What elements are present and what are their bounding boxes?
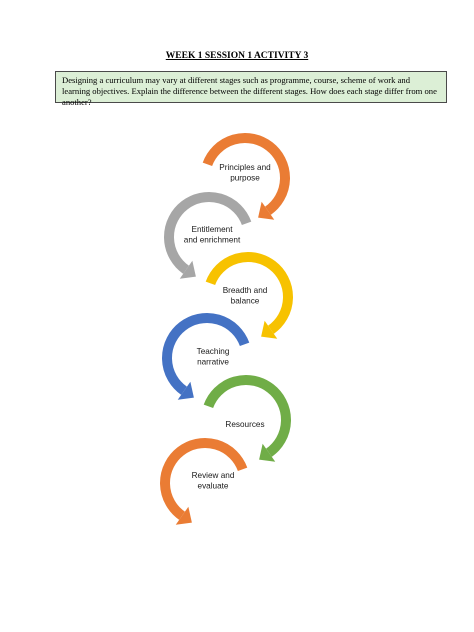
stage-arc — [160, 438, 248, 520]
arrowhead-icon — [261, 320, 278, 339]
arrowhead-icon — [179, 260, 196, 279]
stage-ring-1 — [202, 133, 290, 220]
stage-ring-2 — [164, 192, 252, 279]
arrowhead-icon — [258, 201, 275, 220]
stage-ring-3 — [205, 252, 293, 339]
stage-arc — [205, 252, 293, 334]
arrowhead-icon — [259, 443, 276, 462]
stage-ring-5 — [203, 375, 291, 462]
stage-label-5: Resources — [225, 420, 264, 429]
arrowhead-icon — [177, 381, 194, 400]
stage-arc — [164, 192, 252, 274]
page-title: WEEK 1 SESSION 1 ACTIVITY 3 — [165, 51, 309, 61]
stage-ring-4 — [162, 313, 250, 400]
stage-arc — [203, 375, 291, 457]
stage-arc — [202, 133, 290, 215]
stage-arc — [162, 313, 250, 395]
activity-prompt: Designing a curriculum may vary at diffe… — [55, 71, 447, 107]
stage-ring-6 — [160, 438, 248, 525]
arrowhead-icon — [175, 506, 192, 525]
